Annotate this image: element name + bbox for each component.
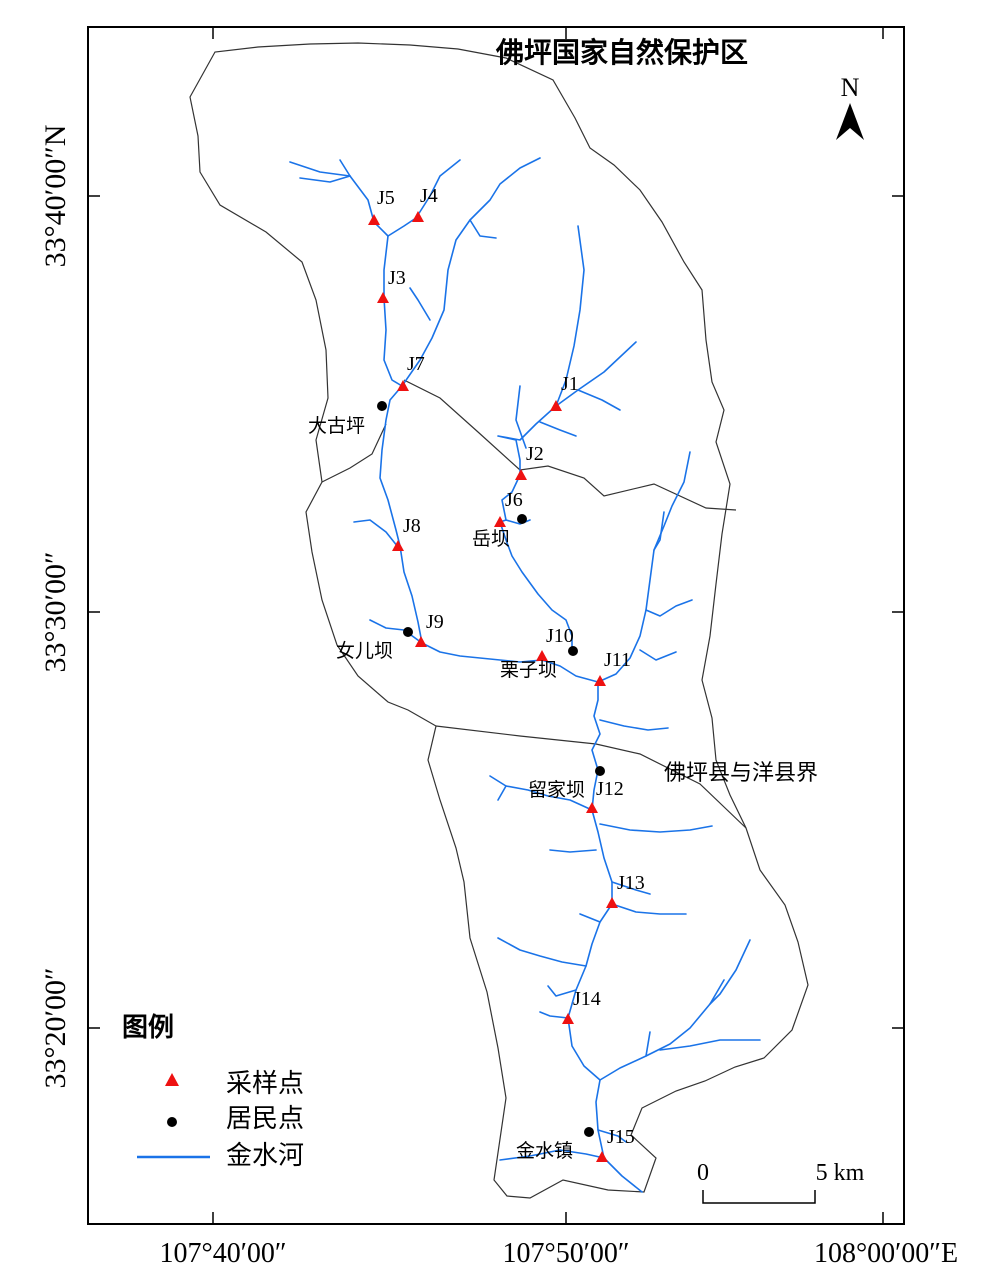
watershed-boundary <box>189 42 809 1199</box>
scale-zero: 0 <box>697 1160 709 1186</box>
boundary-label: 佛坪县与洋县界 <box>664 761 818 786</box>
sample-j13 <box>606 897 618 908</box>
settlement-labels: 大古坪 岳坝 女儿坝 栗子坝 留家坝 金水镇 <box>308 415 585 1162</box>
sample-j15 <box>596 1151 608 1162</box>
sample-j4 <box>412 211 424 222</box>
sample-j10 <box>536 650 548 661</box>
sample-j11 <box>594 675 606 686</box>
settlement-jinshuizhen <box>584 1127 594 1137</box>
settlement-points <box>377 401 605 1137</box>
label-liujiaba: 留家坝 <box>528 779 585 801</box>
settlement-liujiaba <box>595 766 605 776</box>
lon-ticks <box>212 27 884 1224</box>
label-dagu-ping: 大古坪 <box>308 415 365 437</box>
map-title: 佛坪国家自然保护区 <box>495 36 748 69</box>
sample-points <box>368 211 618 1162</box>
sample-j7 <box>397 380 409 391</box>
legend-label-settlement: 居民点 <box>226 1104 304 1134</box>
label-j9: J9 <box>426 611 444 633</box>
legend-dot-icon <box>167 1117 177 1127</box>
label-j7: J7 <box>407 353 425 375</box>
settlement-dagu-ping <box>377 401 387 411</box>
scale-bar: 0 5 km <box>697 1160 865 1204</box>
label-j12: J12 <box>596 778 624 800</box>
legend-label-sample: 采样点 <box>226 1069 304 1099</box>
label-j8: J8 <box>403 515 421 537</box>
sample-j9 <box>415 636 427 647</box>
label-j3: J3 <box>388 267 406 289</box>
scale-end: 5 km <box>816 1160 865 1186</box>
settlement-liziba <box>568 646 578 656</box>
map-frame <box>87 26 905 1225</box>
legend-title: 图例 <box>122 1013 174 1043</box>
settlement-nuerba <box>403 627 413 637</box>
north-arrow-left-icon <box>836 103 850 140</box>
label-j11: J11 <box>604 649 631 671</box>
lat-ticks <box>88 195 904 1029</box>
sample-j8 <box>392 540 404 551</box>
north-label: N <box>841 73 860 102</box>
label-j10: J10 <box>546 625 574 647</box>
label-j6: J6 <box>505 489 523 511</box>
lon-label-3: 108°00′00″E <box>814 1238 958 1269</box>
sample-j1 <box>550 400 562 411</box>
north-arrow-right-icon <box>850 103 864 140</box>
label-j4: J4 <box>420 185 438 207</box>
sample-j5 <box>368 214 380 225</box>
label-nuerba: 女儿坝 <box>336 640 393 662</box>
label-jinshuizhen: 金水镇 <box>516 1140 573 1162</box>
lon-label-2: 107°50′00″ <box>503 1238 630 1269</box>
lon-label-1: 107°40′00″ <box>160 1238 287 1269</box>
admin-boundaries <box>321 379 747 829</box>
sample-j6 <box>494 516 506 527</box>
label-j5: J5 <box>377 187 395 209</box>
settlement-yueba <box>517 514 527 524</box>
label-liziba: 栗子坝 <box>500 659 557 681</box>
river-network <box>289 157 761 1193</box>
label-j1: J1 <box>561 373 579 395</box>
lat-label-1: 33°40′00″N <box>39 125 72 268</box>
legend-triangle-icon <box>165 1073 179 1086</box>
sample-labels: J1 J2 J3 J4 J5 J6 J7 J8 J9 J10 J11 J12 J… <box>377 185 645 1148</box>
sample-j14 <box>562 1013 574 1024</box>
label-yueba: 岳坝 <box>472 528 510 550</box>
legend: 图例 采样点 居民点 金水河 <box>122 1013 304 1171</box>
label-j13: J13 <box>617 872 645 894</box>
sample-j2 <box>515 469 527 480</box>
sample-j12 <box>586 802 598 813</box>
scale-line <box>702 1190 816 1204</box>
lat-label-2: 33°30′00″ <box>39 551 72 672</box>
label-j15: J15 <box>607 1126 635 1148</box>
lat-label-3: 33°20′00″ <box>39 967 72 1088</box>
north-arrow: N <box>836 73 864 140</box>
label-j14: J14 <box>573 988 601 1010</box>
sample-j3 <box>377 292 389 303</box>
legend-label-river: 金水河 <box>226 1141 304 1171</box>
label-j2: J2 <box>526 443 544 465</box>
